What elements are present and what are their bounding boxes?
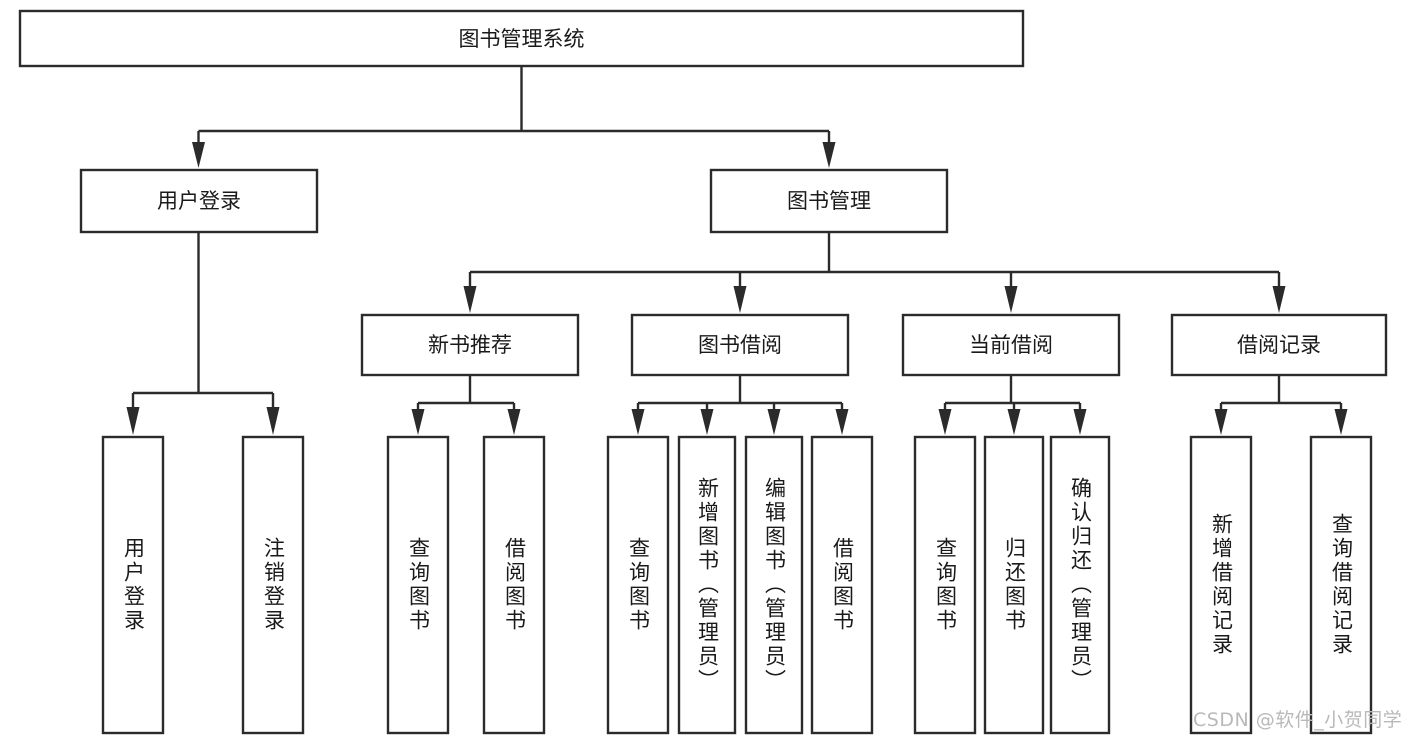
connector-group-user-login xyxy=(126,232,280,435)
node-book-borrow-box[interactable] xyxy=(630,313,850,377)
arrow-icon-cb-to-leaf3 xyxy=(1073,409,1087,435)
node-book-borrow[interactable]: 图书借阅 xyxy=(630,313,850,377)
node-borrow-record-label: 借阅记录 xyxy=(1237,333,1321,357)
arrow-icon-ul-to-leaf1 xyxy=(126,407,140,435)
arrow-icon-bb-to-leaf2 xyxy=(700,409,714,435)
node-new-book-rec[interactable]: 新书推荐 xyxy=(360,313,580,377)
connector-group-root xyxy=(192,66,836,168)
node-user-login-box[interactable] xyxy=(79,168,319,234)
arrow-icon-br-to-leaf2 xyxy=(1334,409,1348,435)
leaf-box-query-book-cb[interactable] xyxy=(913,435,977,735)
arrow-icon-bm-to-book-borrow xyxy=(733,286,747,313)
arrow-icon-bb-to-leaf3 xyxy=(767,409,781,435)
leaf-box-borrow-book-bw[interactable] xyxy=(810,435,874,735)
leaf-box-add-book[interactable] xyxy=(677,435,737,735)
node-new-book-rec-label: 新书推荐 xyxy=(428,333,512,357)
node-root-label: 图书管理系统 xyxy=(459,27,585,51)
connector-group-book-borrow xyxy=(631,375,849,435)
connector-group-current-borrow xyxy=(938,375,1087,435)
arrow-icon-cb-to-leaf2 xyxy=(1007,409,1021,435)
leaf-box-edit-book[interactable] xyxy=(744,435,804,735)
node-current-borrow-label: 当前借阅 xyxy=(969,333,1053,357)
arrow-icon-br-to-leaf1 xyxy=(1214,409,1228,435)
arrow-icon-cb-to-leaf1 xyxy=(938,409,952,435)
node-book-manage-box[interactable] xyxy=(709,168,949,234)
arrow-icon-bm-to-new-book-rec xyxy=(463,286,477,313)
arrow-icon-root-to-book-manage xyxy=(822,142,836,168)
arrow-icon-bm-to-current-borrow xyxy=(1004,286,1018,313)
leaf-box-user-login[interactable] xyxy=(101,435,165,735)
csdn-watermark: CSDN @软件_小贺同学 xyxy=(1193,709,1403,731)
node-current-borrow[interactable]: 当前借阅 xyxy=(901,313,1121,377)
node-book-manage-label: 图书管理 xyxy=(787,189,871,213)
node-user-login-label: 用户登录 xyxy=(157,189,241,213)
node-user-login[interactable]: 用户登录 xyxy=(79,168,319,234)
node-borrow-record[interactable]: 借阅记录 xyxy=(1170,313,1388,377)
node-book-manage[interactable]: 图书管理 xyxy=(709,168,949,234)
arrow-icon-nbr-to-leaf2 xyxy=(507,409,521,435)
node-borrow-record-box[interactable] xyxy=(1170,313,1388,377)
arrow-icon-bb-to-leaf4 xyxy=(835,409,849,435)
leaf-box-return-book[interactable] xyxy=(983,435,1045,735)
leaf-box-query-book-rec[interactable] xyxy=(386,435,450,735)
node-current-borrow-box[interactable] xyxy=(901,313,1121,377)
leaf-box-user-logout[interactable] xyxy=(241,435,305,735)
node-book-borrow-label: 图书借阅 xyxy=(698,333,782,357)
leaf-box-query-record[interactable] xyxy=(1309,435,1373,735)
arrow-icon-nbr-to-leaf1 xyxy=(411,409,425,435)
arrow-icon-bm-to-borrow-record xyxy=(1272,286,1286,313)
node-root-box[interactable] xyxy=(18,9,1025,68)
connector-group-new-book-rec xyxy=(411,375,521,435)
leaf-box-confirm-return[interactable] xyxy=(1049,435,1111,735)
leaf-boxes xyxy=(101,435,1373,735)
leaf-box-add-record[interactable] xyxy=(1189,435,1253,735)
arrow-icon-bb-to-leaf1 xyxy=(631,409,645,435)
arrow-icon-ul-to-leaf2 xyxy=(266,407,280,435)
node-new-book-rec-box[interactable] xyxy=(360,313,580,377)
connector-group-book-manage xyxy=(463,232,1286,313)
leaf-box-query-book-bw[interactable] xyxy=(606,435,670,735)
node-root[interactable]: 图书管理系统 xyxy=(18,9,1025,68)
leaf-box-borrow-book-rec[interactable] xyxy=(482,435,546,735)
arrow-icon-root-to-user-login xyxy=(192,142,205,168)
connector-group-borrow-record xyxy=(1214,375,1348,435)
